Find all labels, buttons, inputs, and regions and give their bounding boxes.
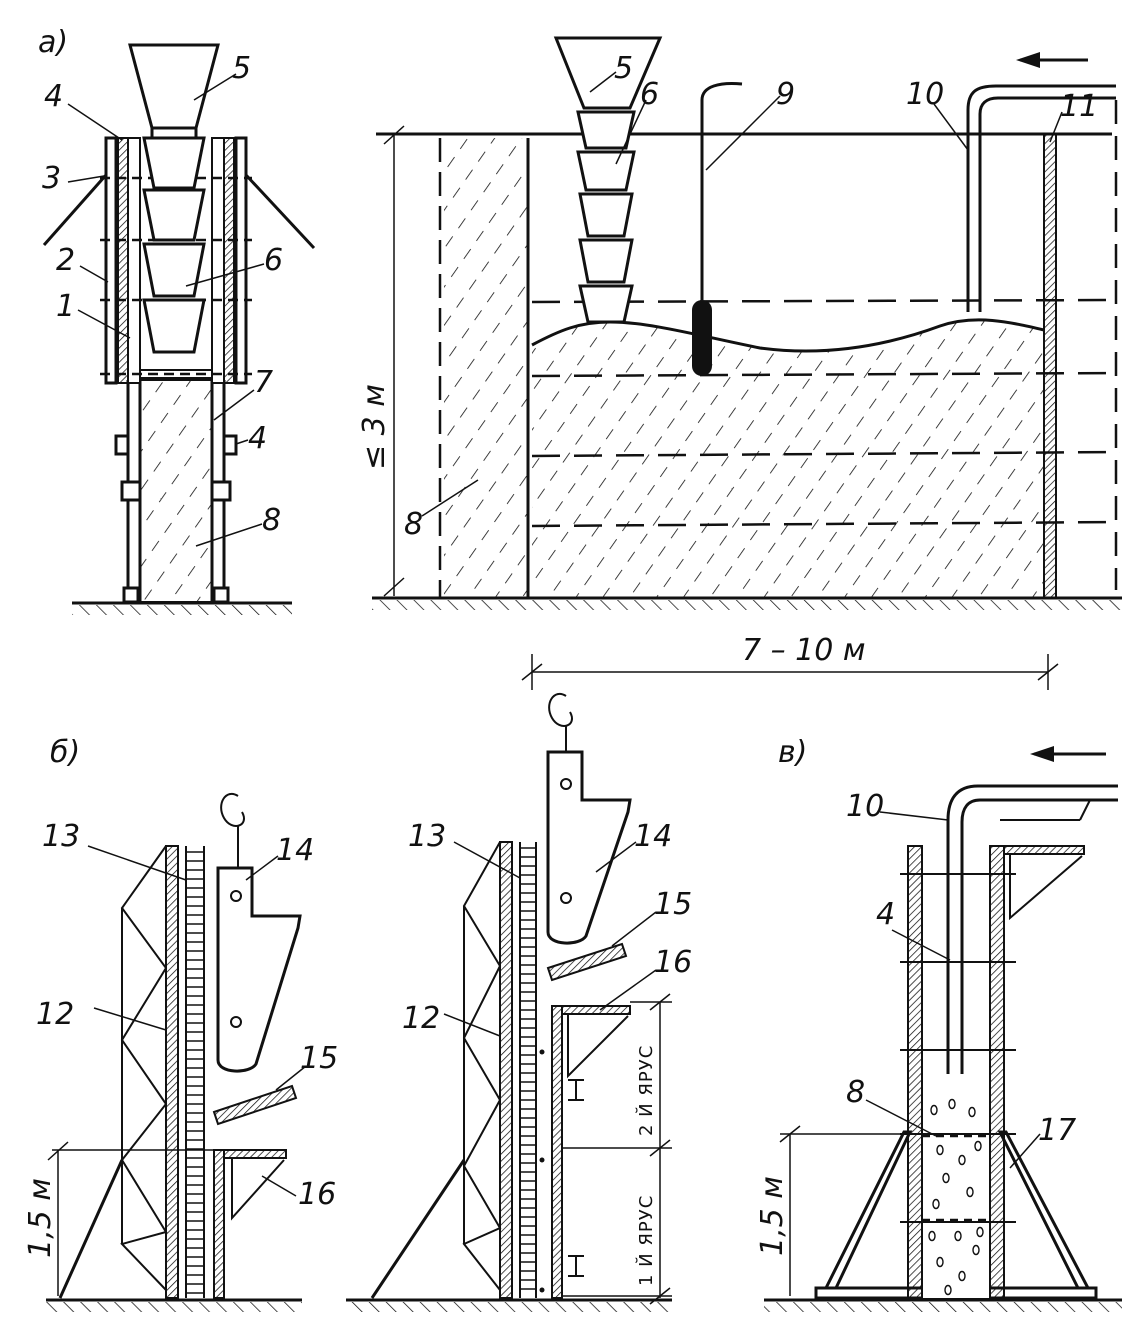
callout-8-b: 8 xyxy=(404,507,423,542)
callout-16-a: 16 xyxy=(298,1177,336,1212)
callout-10-a: 10 xyxy=(906,77,944,112)
callout-8-c: 8 xyxy=(846,1075,865,1110)
panel-b-stage1 xyxy=(46,793,302,1312)
dim-height-max: ≤ 3 м xyxy=(357,384,392,470)
callout-14-a: 14 xyxy=(276,833,314,868)
aggregate-pebble xyxy=(942,1172,950,1184)
aggregate-pebble xyxy=(936,1256,944,1268)
callout-5-b: 5 xyxy=(614,51,633,86)
concrete-aggregate xyxy=(928,1098,984,1296)
aggregate-pebble xyxy=(928,1230,936,1242)
aggregate-pebble xyxy=(968,1106,976,1118)
dim-height-v: 1,5 м xyxy=(755,1176,790,1256)
aggregate-pebble xyxy=(932,1198,940,1210)
aggregate-pebble xyxy=(948,1098,956,1110)
callout-1-a: 1 xyxy=(56,289,75,324)
aggregate-pebble xyxy=(974,1140,982,1152)
panel-a-wall xyxy=(372,36,1122,690)
aggregate-pebble xyxy=(972,1244,980,1256)
rebar-rungs-b1 xyxy=(186,851,204,1294)
callout-4b-a: 4 xyxy=(248,421,267,456)
callout-4-a: 4 xyxy=(44,79,63,114)
callout-15-a: 15 xyxy=(300,1041,338,1076)
callout-10-b: 10 xyxy=(846,789,884,824)
rebar-rungs-b2 xyxy=(520,847,536,1290)
tier-1-label: 1 Й ЯРУС xyxy=(635,1195,657,1286)
aggregate-pebble xyxy=(944,1284,952,1296)
aggregate-pebble xyxy=(958,1154,966,1166)
panel-label-b: б) xyxy=(50,735,80,770)
callout-12-a: 12 xyxy=(36,997,74,1032)
panel-label-a: а) xyxy=(38,25,68,60)
callout-2-a: 2 xyxy=(56,243,75,278)
aggregate-pebble xyxy=(954,1230,962,1242)
aggregate-pebble xyxy=(958,1270,966,1282)
callout-8-a: 8 xyxy=(262,503,281,538)
aggregate-pebble xyxy=(976,1226,984,1238)
callout-5-a: 5 xyxy=(232,51,251,86)
panel-v-column xyxy=(764,746,1122,1312)
callout-12-b: 12 xyxy=(402,1001,440,1036)
callout-15-b: 15 xyxy=(654,887,692,922)
callout-9: 9 xyxy=(776,77,795,112)
callout-13-a: 13 xyxy=(42,819,80,854)
dim-span: 7 – 10 м xyxy=(742,633,866,668)
panel-a-column xyxy=(42,43,316,615)
callout-17: 17 xyxy=(1038,1113,1076,1148)
callout-7-a: 7 xyxy=(254,365,273,400)
callout-16-b: 16 xyxy=(654,945,692,980)
callout-14-b: 14 xyxy=(634,819,672,854)
dim-height-b: 1,5 м xyxy=(23,1178,58,1258)
panel-b-stage2 xyxy=(346,693,672,1312)
aggregate-pebble xyxy=(936,1144,944,1156)
callout-13-b: 13 xyxy=(408,819,446,854)
callout-11: 11 xyxy=(1060,89,1098,124)
callout-4-b: 4 xyxy=(876,897,895,932)
tier-2-label: 2 Й ЯРУС xyxy=(635,1045,657,1136)
panel-label-v: в) xyxy=(778,735,807,770)
aggregate-pebble xyxy=(966,1186,974,1198)
aggregate-pebble xyxy=(930,1104,938,1116)
callout-6-a: 6 xyxy=(264,243,283,278)
callout-3-a: 3 xyxy=(42,161,61,196)
